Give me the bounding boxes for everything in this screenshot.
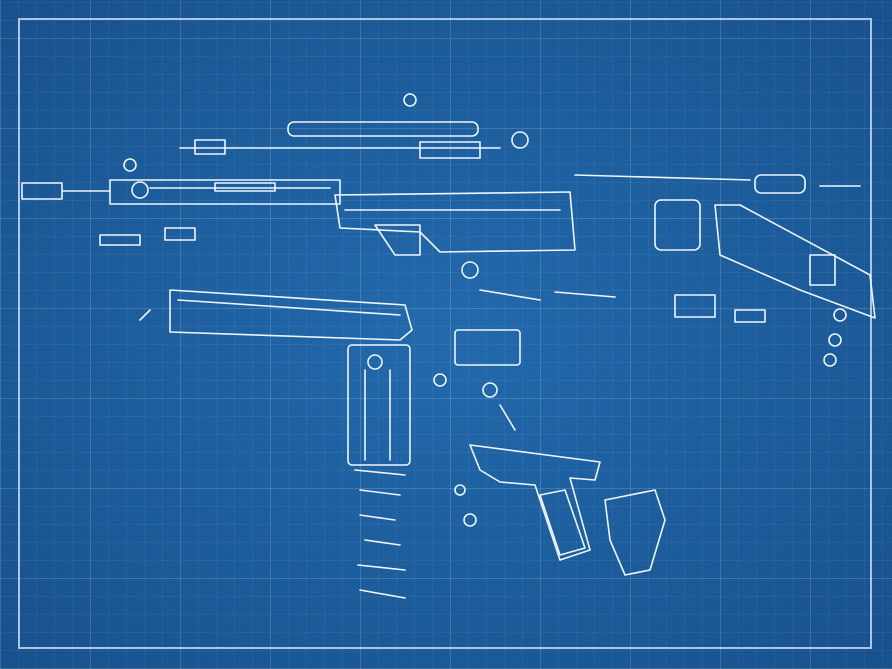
- barrel-assembly: [21, 179, 341, 205]
- magazine: [347, 344, 411, 466]
- receiver: [334, 191, 576, 256]
- blueprint-border: [18, 18, 872, 649]
- magazine-spring-parts: [354, 469, 406, 599]
- buffer-and-spring: [574, 174, 861, 194]
- buttstock: [654, 199, 876, 319]
- trigger-housing: [454, 329, 601, 561]
- handguard: [169, 289, 413, 341]
- small-parts: [99, 93, 847, 527]
- pistol-grip: [604, 489, 666, 576]
- cocking-tube: [179, 121, 501, 159]
